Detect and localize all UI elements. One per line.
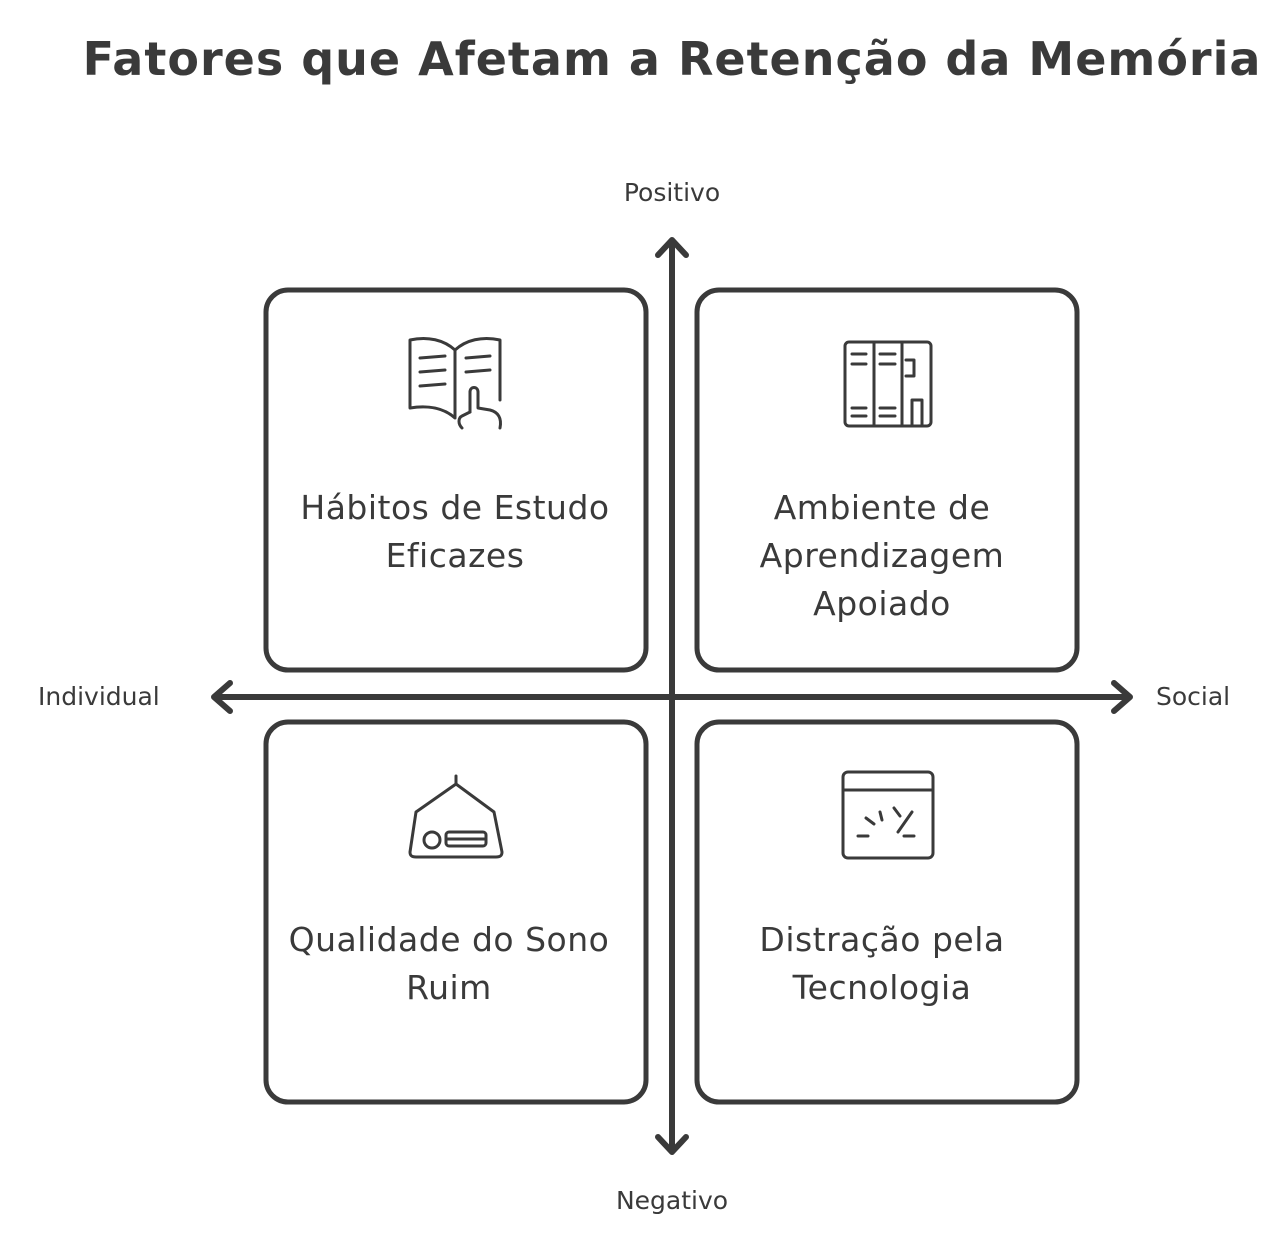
axis-label-positive: Positivo xyxy=(623,178,721,207)
quadrant-box-top-left xyxy=(263,287,649,673)
horizontal-axis xyxy=(211,680,1133,714)
quadrant-label-bottom-right: Distração pela Tecnologia xyxy=(759,920,1005,1007)
axis-label-negative: Negativo xyxy=(615,1186,729,1215)
bookshelf-icon xyxy=(843,340,933,428)
quadrant-box-bottom-left xyxy=(263,719,649,1105)
quadrant-label-top-left: Hábitos de Estudo Eficazes xyxy=(300,488,610,575)
quadrant-label-bottom-left: Qualidade do Sono Ruim xyxy=(288,920,610,1007)
broken-screen-icon xyxy=(841,770,935,860)
quadrant-box-bottom-right xyxy=(694,719,1080,1105)
quadrant-label-top-right: Ambiente de Aprendizagem Apoiado xyxy=(759,488,1005,623)
axis-label-social: Social xyxy=(1156,682,1231,711)
axis-label-individual: Individual xyxy=(38,682,160,711)
quadrant-box-top-right xyxy=(694,287,1080,673)
diagram-title: Fatores que Afetam a Retenção da Memória xyxy=(82,32,1262,86)
bed-tent-icon xyxy=(408,774,504,859)
open-book-hand-icon xyxy=(408,336,502,430)
